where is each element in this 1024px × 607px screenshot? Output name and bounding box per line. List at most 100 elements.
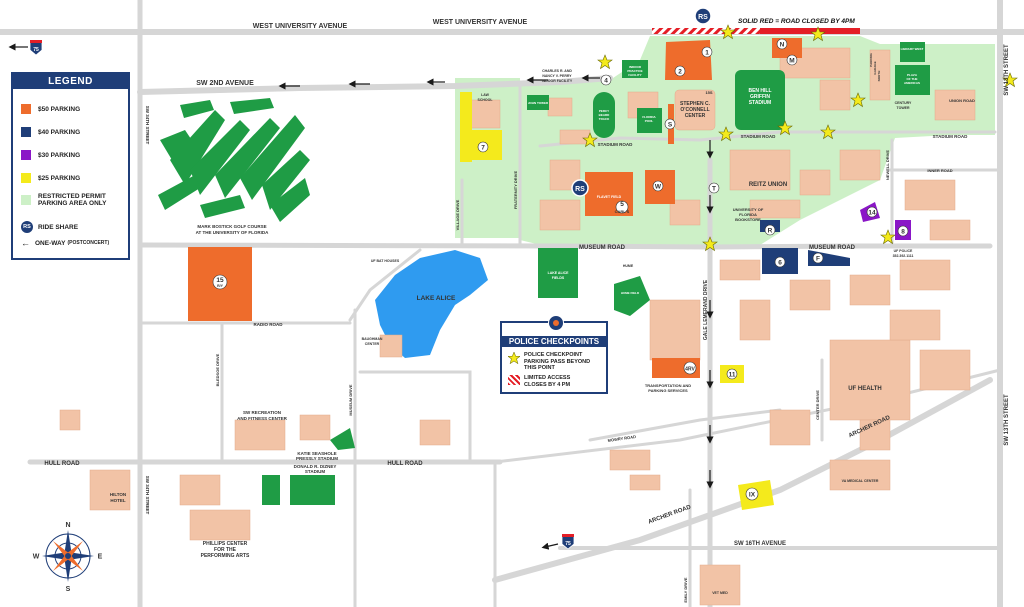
lot-w-label: W xyxy=(655,184,662,191)
legend-label: ONE-WAY xyxy=(35,239,66,247)
road-stadium-west: STADIUM ROAD xyxy=(598,142,633,147)
compass-rose: N S E W xyxy=(33,522,103,593)
lot-4rv-label: 4RV xyxy=(685,367,695,373)
legend-item-50: $50 PARKING xyxy=(21,104,80,114)
century-label-1: CENTURY xyxy=(895,101,912,105)
police-checkpoints xyxy=(582,24,1018,252)
ben-hill-label-3: STADIUM xyxy=(749,100,771,106)
police-label-2: 352.392.1111 xyxy=(893,254,914,258)
garage-label-2: GARAGE xyxy=(873,61,877,74)
i75-shield-south: 75 xyxy=(541,533,575,550)
ride-share-icon: RS xyxy=(21,221,33,233)
ben-hill-label-1: BEN HILL xyxy=(748,88,771,94)
oconnell-label-2: O'CONNELL xyxy=(680,107,709,113)
bat-houses-label: UF BAT HOUSES xyxy=(371,259,400,263)
lot-7-label: 7 xyxy=(481,145,485,152)
road-emily: EMILY DRIVE xyxy=(683,577,688,602)
lot-1-label: 1 xyxy=(705,50,709,57)
police-box-title: POLICE CHECKPOINTS xyxy=(502,336,606,347)
track-label-2: BEARD xyxy=(599,113,611,117)
compass-w: W xyxy=(33,554,40,561)
lot-t-label: T xyxy=(712,186,716,193)
lot-6-label: 6 xyxy=(778,260,782,267)
john-tower-label: JOHN TOWER xyxy=(528,101,549,105)
perry-label-3: INDOOR FACILITY xyxy=(542,79,573,83)
reitz-label: REITZ UNION xyxy=(749,182,787,188)
hatch-icon xyxy=(508,375,520,385)
legend-swatch xyxy=(21,173,31,183)
field-tower xyxy=(527,95,549,110)
lot-n-label: N xyxy=(780,42,785,49)
library-field xyxy=(900,42,925,62)
dizney-label-1: DONALD R. DIZNEY xyxy=(294,464,337,469)
road-stadium-mid: STADIUM ROAD xyxy=(741,134,776,139)
legend-item-25: $25 PARKING xyxy=(21,173,80,183)
lot-s-label: S xyxy=(668,122,673,129)
police-checkpoint-row: POLICE CHECKPOINT PARKING PASS BEYOND TH… xyxy=(508,352,590,372)
hilton-label-1: HILTON xyxy=(110,492,126,497)
lot-ix-label: IX xyxy=(749,492,756,499)
plaza-label-3: AMERICAS xyxy=(904,81,920,85)
road-west-university-right: WEST UNIVERSITY AVENUE xyxy=(433,19,528,26)
checkpoint-label-3: THIS POINT xyxy=(524,365,555,371)
lot-15-sub-label: R/Y xyxy=(217,284,224,288)
road-hull-east: HULL ROAD xyxy=(387,461,423,467)
legend-label-2: PARKING AREA ONLY xyxy=(38,200,107,207)
legend-swatch xyxy=(21,195,31,205)
closure-note-rest: = ROAD CLOSED BY 4PM xyxy=(773,18,855,25)
lot-m-label: M xyxy=(789,58,794,65)
va-label: VA MEDICAL CENTER xyxy=(842,479,879,483)
road-museum-east: MUSEUM ROAD xyxy=(809,245,856,251)
star-icon xyxy=(508,352,520,364)
lake-alice-fields xyxy=(538,248,578,298)
limited-access-row: LIMITED ACCESS CLOSES BY 4 PM xyxy=(508,375,570,388)
road-fraternity: FRATERNITY DRIVE xyxy=(513,171,518,210)
compass-e: E xyxy=(98,554,103,561)
lake-alice-label: LAKE ALICE xyxy=(417,295,456,302)
flavet-label: FLAVET FIELD xyxy=(597,195,622,199)
plaza-label-1: PLAZA xyxy=(907,73,918,77)
law-label-1: LAW xyxy=(481,93,489,97)
plaza-label-2: OF THE xyxy=(907,77,918,81)
perry-label-1: CHARLES R. AND xyxy=(542,69,572,73)
police-badge-dot xyxy=(553,320,559,326)
golf-label: MARK BOSTICK GOLF COURSE xyxy=(197,224,266,229)
phillips-label-3: PERFORMING ARTS xyxy=(201,553,250,559)
garage-label-3: NORTH xyxy=(877,71,881,82)
legend-item-one-way: ← ONE-WAY (POSTCONCERT) xyxy=(21,238,109,248)
softball-label-2: PRESSLY STADIUM xyxy=(296,456,338,461)
legend-label: $40 PARKING xyxy=(38,128,81,136)
lot-f-label: F xyxy=(816,256,820,263)
oconnell-label-1: STEPHEN C. xyxy=(680,101,711,107)
i75-label: 75 xyxy=(33,47,39,53)
dizney-field-1 xyxy=(262,475,280,505)
road-sw-13th-top: SW 13TH STREET xyxy=(1004,44,1010,96)
legend-item-ride-share: RS RIDE SHARE xyxy=(21,221,78,233)
legend-swatch xyxy=(21,150,31,160)
arrow-left-icon: ← xyxy=(21,238,30,248)
recreation-label-1: SW RECREATION xyxy=(243,410,281,415)
legend-item-restricted: RESTRICTED PERMIT PARKING AREA ONLY xyxy=(21,193,107,207)
limited-access-segment xyxy=(652,28,760,34)
bookstore-label-3: BOOKSTORE xyxy=(735,217,761,222)
checkpoint-label-1: POLICE CHECKPOINT xyxy=(524,352,583,358)
road-gale-lemerand: GALE LEMERAND DRIVE xyxy=(703,279,709,340)
ben-hill-label-2: GRIFFIN xyxy=(750,94,770,100)
legend-note: (POSTCONCERT) xyxy=(67,240,110,246)
police-checkpoints-panel: POLICE CHECKPOINTS POLICE CHECKPOINT PAR… xyxy=(500,315,608,394)
oconnell-label-3: CENTER xyxy=(685,113,706,119)
bookstore-label-2: FLORIDA xyxy=(739,212,757,217)
compass-n: N xyxy=(65,522,70,529)
police-badge-icon xyxy=(548,315,564,331)
lot-r-label: R xyxy=(768,228,773,235)
indoor-label-2: PRACTICE xyxy=(627,69,642,73)
road-sw-2nd: SW 2ND AVENUE xyxy=(196,80,254,87)
legend-label-group: RESTRICTED PERMIT PARKING AREA ONLY xyxy=(38,193,107,207)
checkpoint-label-group: POLICE CHECKPOINT PARKING PASS BEYOND TH… xyxy=(524,352,590,372)
road-hull-west: HULL ROAD xyxy=(44,461,80,467)
legend-swatch xyxy=(21,104,31,114)
ride-share-label: RS xyxy=(575,186,585,193)
lot-4-label: 4 xyxy=(604,78,608,85)
